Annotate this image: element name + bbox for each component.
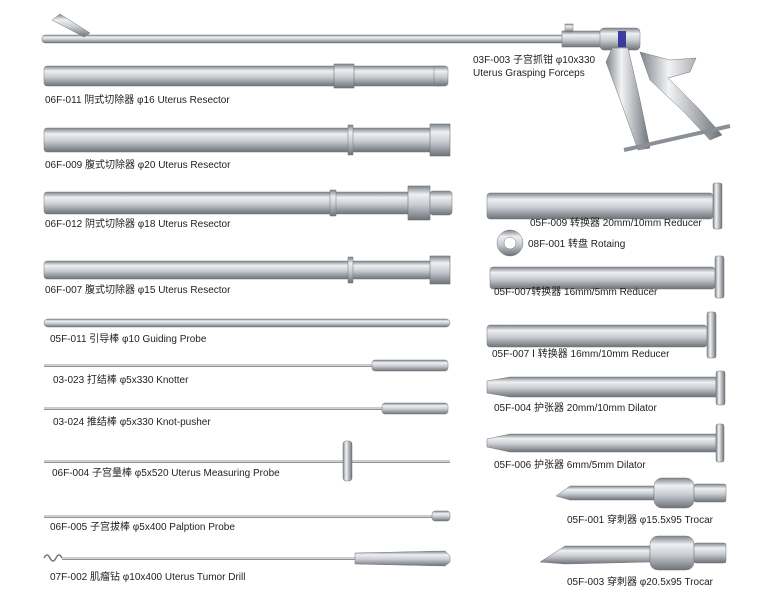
resector-15-image bbox=[43, 255, 451, 285]
resector-20-image bbox=[43, 123, 451, 157]
guiding-probe-image bbox=[43, 318, 451, 328]
tumor-drill-label: 07F-002 肌瘤钻 φ10x400 Uterus Tumor Drill bbox=[50, 572, 246, 583]
trocar-15-label: 05F-001 穿刺器 φ15.5x95 Trocar bbox=[567, 515, 713, 526]
knot-pusher-image bbox=[44, 402, 449, 415]
grasping-forceps-name-label: Uterus Grasping Forceps bbox=[473, 68, 585, 79]
trocar-15-image bbox=[555, 477, 727, 509]
resector-18-label: 06F-012 阴式切除器 φ18 Uterus Resector bbox=[45, 219, 231, 230]
knotter-label: 03-023 打结棒 φ5x330 Knotter bbox=[53, 375, 189, 386]
resector-16-image bbox=[43, 63, 449, 89]
palpation-probe-image bbox=[44, 510, 451, 522]
knotter-image bbox=[44, 359, 449, 372]
resector-18-image bbox=[43, 185, 453, 221]
reducer-20-10-label: 05F-009 转换器 20mm/10mm Reducer bbox=[530, 218, 702, 229]
dilator-20-10-label: 05F-004 护张器 20mm/10mm Dilator bbox=[494, 403, 657, 414]
trocar-20-label: 05F-003 穿刺器 φ20.5x95 Trocar bbox=[567, 577, 713, 588]
reducer-16-5-image bbox=[489, 255, 725, 299]
dilator-6-5-image bbox=[486, 423, 725, 463]
rotaing-label: 08F-001 转盘 Rotaing bbox=[528, 239, 626, 250]
measuring-probe-label: 06F-004 子宫量棒 φ5x520 Uterus Measuring Pro… bbox=[52, 468, 280, 479]
palpation-probe-label: 06F-005 子宫拔棒 φ5x400 Palption Probe bbox=[50, 522, 235, 533]
rotaing-image bbox=[496, 229, 524, 257]
reducer-16-5-label: 05F-007转换器 16mm/5mm Reducer bbox=[494, 287, 658, 298]
resector-15-label: 06F-007 腹式切除器 φ15 Uterus Resector bbox=[45, 285, 231, 296]
guiding-probe-label: 05F-011 引导棒 φ10 Guiding Probe bbox=[50, 334, 207, 345]
knot-pusher-label: 03-024 推结棒 φ5x330 Knot-pusher bbox=[53, 417, 211, 428]
dilator-20-10-image bbox=[486, 370, 726, 406]
dilator-6-5-label: 05F-006 护张器 6mm/5mm Dilator bbox=[494, 460, 646, 471]
resector-20-label: 06F-009 腹式切除器 φ20 Uterus Resector bbox=[45, 160, 231, 171]
reducer-20-10-image bbox=[486, 182, 723, 230]
grasping-forceps-code-label: 03F-003 子宫抓钳 φ10x330 bbox=[473, 55, 596, 66]
measuring-probe-image bbox=[44, 440, 450, 482]
trocar-20-image bbox=[539, 535, 727, 571]
reducer-16-10-image bbox=[486, 311, 717, 359]
grasping-forceps-image bbox=[41, 13, 731, 152]
resector-16-label: 06F-011 阴式切除器 φ16 Uterus Resector bbox=[45, 95, 230, 106]
tumor-drill-image bbox=[43, 550, 451, 567]
reducer-16-10-label: 05F-007 Ⅰ 转换器 16mm/10mm Reducer bbox=[492, 349, 670, 360]
